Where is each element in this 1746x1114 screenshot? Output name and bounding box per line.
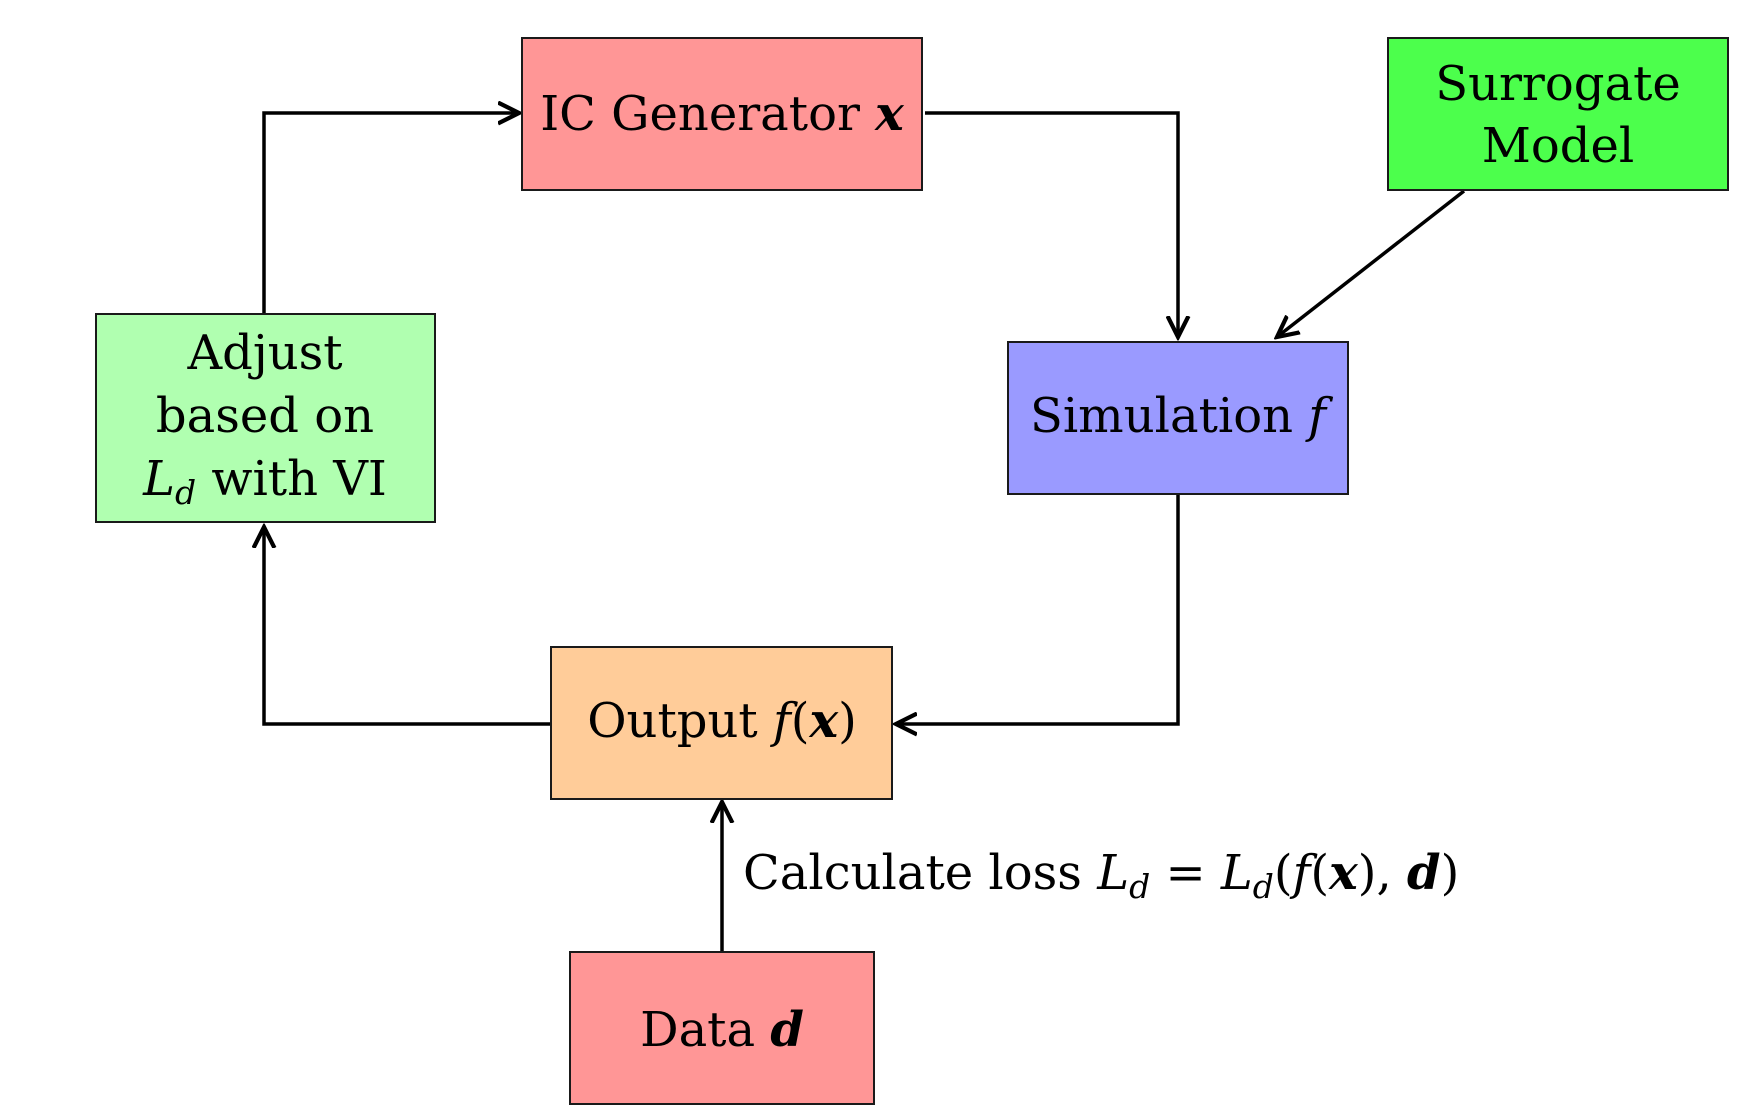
edge-surrogate-to-simulation [1277,189,1466,337]
ic-generator-box [521,37,923,191]
adjust-label-line1: Adjust [186,325,342,381]
output-box [550,646,893,800]
adjust-box [95,313,436,523]
edge-ic-generator-to-simulation [925,111,1178,337]
output-label: Output f(x) [587,693,857,749]
node-surrogate-model: Surrogate Model [1387,37,1729,191]
data-label: Data d [640,1002,804,1058]
simulation-label: Simulation f [1030,388,1333,444]
ic-generator-label: IC Generator x [540,86,905,142]
loss-edge-label: Calculate loss Ld = Ld(f(x), d) [743,845,1459,906]
node-simulation: Simulation f [1007,341,1349,495]
ic-generator-variable: x [874,86,905,142]
node-adjust: Adjust based on Ld with VI [95,313,436,523]
data-variable: d [770,1002,804,1058]
edge-adjust-to-ic-generator [262,113,519,314]
data-box [569,951,875,1105]
edge-simulation-to-output [896,494,1180,724]
surrogate-label-line1: Surrogate [1435,56,1681,112]
edge-output-to-adjust [264,527,551,726]
node-data: Data d [569,951,875,1105]
simulation-box [1007,341,1349,495]
adjust-label-line2: based on [156,388,374,444]
adjust-label-line3: Ld with VI [142,451,387,512]
surrogate-model-box [1387,37,1729,191]
node-output: Output f(x) [550,646,893,800]
node-ic-generator: IC Generator x [521,37,923,191]
surrogate-label-line2: Model [1482,118,1635,174]
